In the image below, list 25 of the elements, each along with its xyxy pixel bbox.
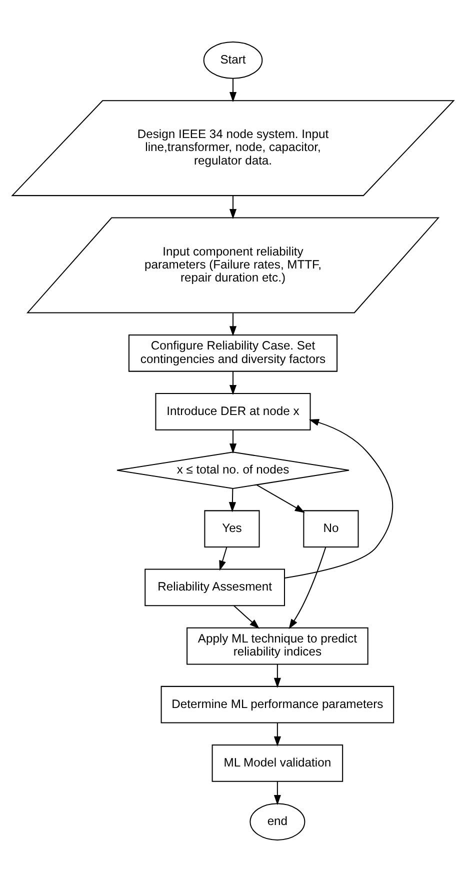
node-box: Configure Reliability Case. Set contingencies and diversity factors	[128, 334, 338, 372]
arrow	[229, 430, 237, 454]
node-box: ML Model validation	[212, 744, 344, 782]
arrow	[229, 371, 237, 396]
arrow	[274, 664, 281, 688]
arrow	[234, 605, 260, 629]
arrow	[229, 313, 237, 336]
arrow	[228, 488, 236, 512]
node-ellipse: end	[250, 803, 306, 840]
arrow	[274, 782, 281, 806]
arrow	[274, 722, 281, 747]
node-box: No	[303, 510, 359, 548]
arrow	[284, 419, 394, 578]
node-box: Apply ML technique to predict reliability indices	[186, 627, 368, 665]
node-box: Introduce DER at node x	[155, 393, 311, 430]
arrow	[219, 547, 228, 571]
node-box: Yes	[204, 510, 260, 548]
arrow	[288, 547, 326, 630]
node-diamond: x ≤ total no. of nodes	[116, 452, 350, 489]
node-box: Reliability Assesment	[144, 568, 285, 606]
arrow	[256, 484, 305, 513]
node-ellipse: Start	[203, 42, 263, 79]
node-box: Determine ML performance parameters	[160, 686, 394, 724]
arrow	[229, 196, 237, 220]
arrow	[229, 78, 237, 102]
